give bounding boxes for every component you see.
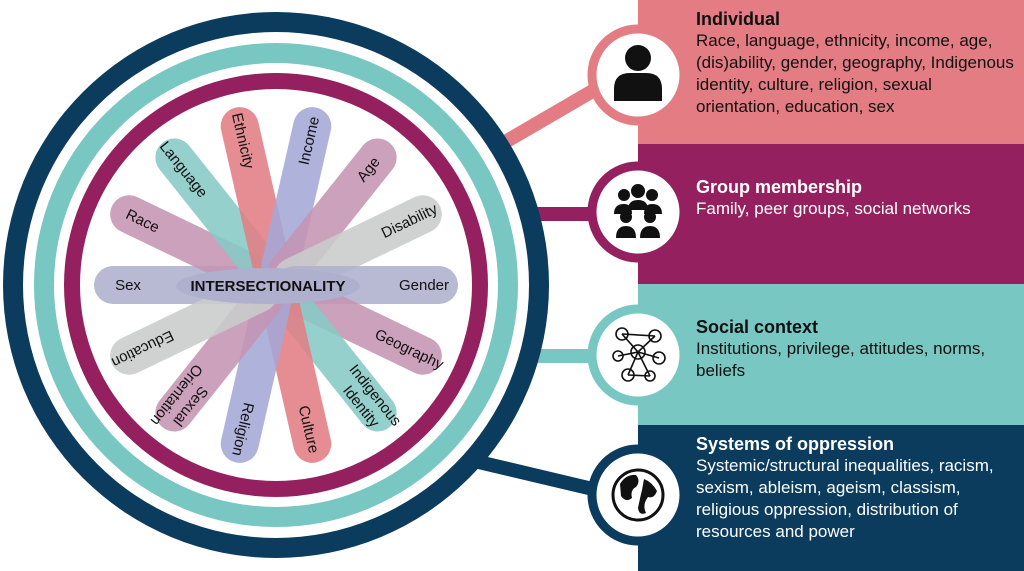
- factor-petal-religion: [220, 284, 291, 463]
- panel-social: Social context Institutions, privilege, …: [638, 308, 1024, 425]
- panel-individual-body: Race, language, ethnicity, income, age, …: [696, 31, 1014, 116]
- network-icon: [612, 327, 666, 382]
- icon-circle-group: [587, 161, 689, 263]
- factor-label-gender: Gender: [399, 277, 449, 294]
- factor-petal-shape: [220, 284, 291, 463]
- panel-group: Group membership Family, peer groups, so…: [638, 168, 1024, 284]
- panel-individual-bg: [638, 0, 1024, 144]
- panel-systems-title: Systems of oppression: [696, 434, 895, 454]
- factor-petal-sexual-orientation: [155, 280, 284, 432]
- panel-social-title: Social context: [696, 317, 819, 337]
- panel-individual-title: Individual: [696, 9, 781, 29]
- globe-icon: [611, 468, 665, 522]
- panel-social-body: Institutions, privilege, attitudes, norm…: [696, 339, 986, 380]
- panel-social-bg: [638, 284, 1024, 425]
- factor-petal-shape: [268, 138, 397, 290]
- panel-group-title: Group membership: [696, 177, 863, 197]
- panel-individual: Individual Race, language, ethnicity, in…: [638, 0, 1024, 144]
- panel-group-bg: [638, 144, 1024, 284]
- center-hub: [176, 268, 360, 304]
- panel-systems: Systems of oppression Systemic/structura…: [638, 425, 1024, 571]
- center-label: INTERSECTIONALITY: [190, 278, 345, 295]
- factor-petal-income: [261, 107, 332, 286]
- factor-petal-shape: [155, 280, 284, 432]
- panel-systems-bg: [638, 425, 1024, 571]
- icon-circle-social: [587, 304, 689, 406]
- factor-petal-shape: [261, 107, 332, 286]
- factor-petal-age: [268, 138, 397, 290]
- group-icon: [614, 184, 662, 238]
- panel-systems-body: Systemic/structural inequalities, racism…: [696, 456, 994, 541]
- factor-label-sex: Sex: [115, 277, 141, 294]
- panel-group-body: Family, peer groups, social networks: [696, 199, 971, 218]
- person-icon: [614, 45, 662, 101]
